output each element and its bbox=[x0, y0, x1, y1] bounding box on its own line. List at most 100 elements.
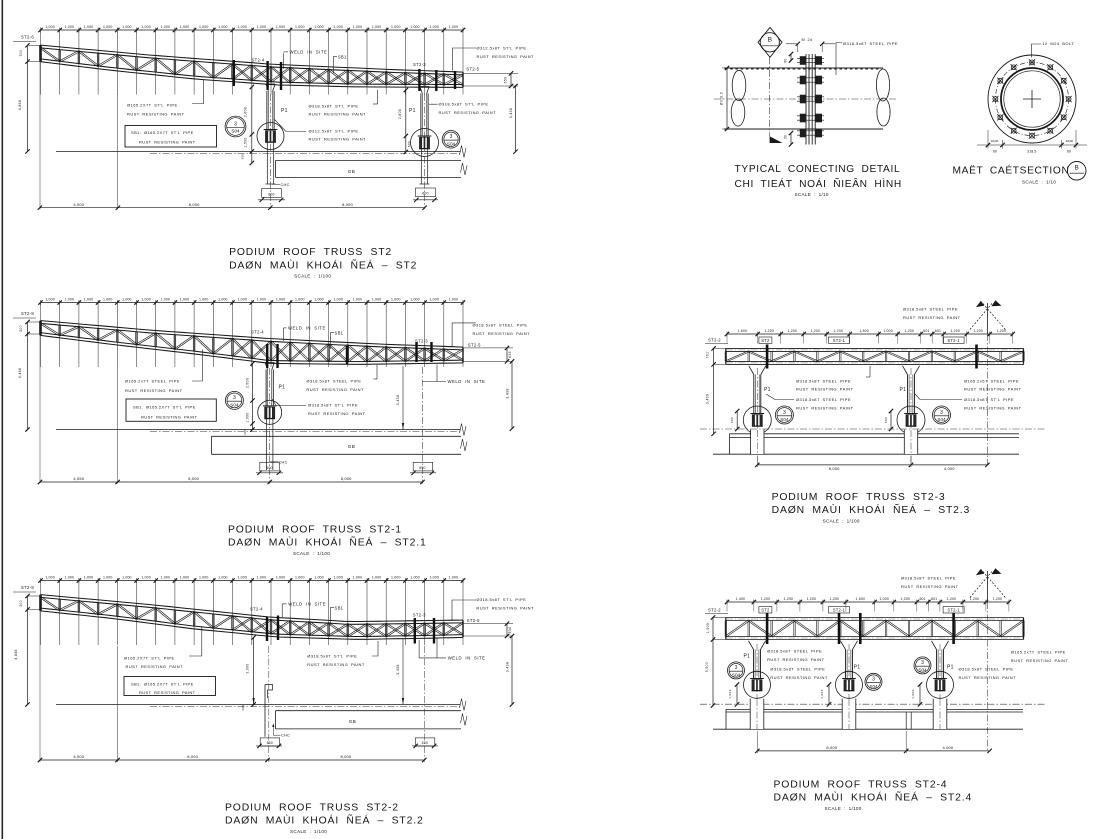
svg-text:1,200: 1,200 bbox=[833, 329, 843, 333]
svg-text:3,438: 3,438 bbox=[506, 388, 510, 399]
svg-text:1,200: 1,200 bbox=[996, 329, 1006, 333]
svg-text:M 24: M 24 bbox=[802, 38, 813, 42]
svg-text:WELD IN SITE: WELD IN SITE bbox=[290, 50, 328, 55]
svg-text:300: 300 bbox=[241, 704, 245, 710]
svg-text:CHI TIEÁT NOÁI ÑIEÂN HÌNH: CHI TIEÁT NOÁI ÑIEÂN HÌNH bbox=[735, 177, 902, 190]
svg-text:B: B bbox=[1075, 165, 1079, 172]
svg-text:4,050: 4,050 bbox=[73, 476, 84, 481]
svg-text:80: 80 bbox=[784, 58, 788, 62]
svg-text:1,200: 1,200 bbox=[764, 329, 774, 333]
svg-text:1,000: 1,000 bbox=[429, 576, 439, 580]
svg-text:1,000: 1,000 bbox=[429, 25, 439, 29]
svg-text:40|40: 40|40 bbox=[991, 139, 999, 143]
svg-text:RUST RESISTING PAINT: RUST RESISTING PAINT bbox=[964, 387, 1022, 392]
svg-text:S04: S04 bbox=[918, 667, 927, 672]
svg-text:S04: S04 bbox=[447, 141, 456, 146]
svg-text:RUST RESISTING PAINT: RUST RESISTING PAINT bbox=[439, 110, 497, 115]
svg-text:Ø165.2x7T STEEL PIPE: Ø165.2x7T STEEL PIPE bbox=[1011, 650, 1066, 655]
svg-text:1,000: 1,000 bbox=[449, 298, 459, 302]
svg-text:4,000: 4,000 bbox=[73, 754, 84, 759]
svg-text:P1: P1 bbox=[279, 385, 286, 391]
svg-text:638: 638 bbox=[508, 627, 512, 634]
svg-text:SCALE : 1/100: SCALE : 1/100 bbox=[294, 274, 331, 279]
svg-text:ST2: ST2 bbox=[761, 608, 770, 613]
svg-text:ST2-3: ST2-3 bbox=[413, 62, 426, 67]
svg-text:SB1: Ø165.2X7T ST'L PIPE: SB1: Ø165.2X7T ST'L PIPE bbox=[133, 405, 196, 410]
svg-text:1,200: 1,200 bbox=[761, 597, 771, 601]
svg-text:4,488: 4,488 bbox=[18, 368, 22, 379]
svg-text:1,000: 1,000 bbox=[449, 25, 459, 29]
svg-text:1,000: 1,000 bbox=[45, 25, 55, 29]
svg-text:8,000: 8,000 bbox=[829, 466, 840, 471]
svg-text:PODIUM ROOF TRUSS ST2-4: PODIUM ROOF TRUSS ST2-4 bbox=[774, 780, 948, 791]
svg-text:DAØN MAÙI KHOÁI ÑEÁ – ST2.1: DAØN MAÙI KHOÁI ÑEÁ – ST2.1 bbox=[228, 536, 427, 549]
svg-text:8,000: 8,000 bbox=[341, 754, 352, 759]
svg-text:1,000: 1,000 bbox=[141, 25, 151, 29]
svg-text:1,000: 1,000 bbox=[706, 623, 710, 633]
svg-text:Ø318.5x8T ST'L PIPE: Ø318.5x8T ST'L PIPE bbox=[476, 597, 526, 602]
svg-text:5,500: 5,500 bbox=[705, 662, 709, 673]
svg-text:Ø312.5x8T ST'L PIPE: Ø312.5x8T ST'L PIPE bbox=[477, 46, 527, 51]
svg-text:1,200: 1,200 bbox=[830, 597, 840, 601]
svg-text:RUST RESISTING PAINT: RUST RESISTING PAINT bbox=[126, 664, 184, 669]
svg-text:300: 300 bbox=[19, 325, 23, 332]
svg-text:8,000: 8,000 bbox=[826, 745, 837, 750]
svg-text:GB: GB bbox=[348, 169, 355, 174]
svg-text:1,200: 1,200 bbox=[904, 329, 914, 333]
svg-text:ST2-1: ST2-1 bbox=[833, 338, 846, 343]
svg-text:1,000: 1,000 bbox=[122, 576, 132, 580]
svg-text:DAØN MAÙI KHOÁI ÑEÁ – ST2.2: DAØN MAÙI KHOÁI ÑEÁ – ST2.2 bbox=[225, 814, 424, 827]
svg-text:SCALE : 1/10: SCALE : 1/10 bbox=[795, 192, 829, 197]
svg-text:4,868: 4,868 bbox=[18, 100, 22, 111]
svg-text:S04: S04 bbox=[230, 402, 239, 407]
svg-text:1,200: 1,200 bbox=[993, 597, 1003, 601]
svg-text:1,000: 1,000 bbox=[276, 576, 286, 580]
svg-text:RUST RESISTING PAINT: RUST RESISTING PAINT bbox=[1011, 658, 1069, 663]
svg-text:1,000: 1,000 bbox=[879, 597, 889, 601]
svg-text:ST2: ST2 bbox=[761, 338, 770, 343]
svg-text:1,000: 1,000 bbox=[199, 298, 209, 302]
svg-text:1,200: 1,200 bbox=[973, 329, 983, 333]
svg-text:500: 500 bbox=[884, 417, 888, 423]
svg-text:1,000: 1,000 bbox=[276, 298, 286, 302]
svg-text:ST2-3: ST2-3 bbox=[415, 339, 428, 344]
svg-text:Ø165.2x7T STEEL PIPE: Ø165.2x7T STEEL PIPE bbox=[125, 379, 180, 384]
svg-text:650: 650 bbox=[504, 77, 508, 84]
svg-text:1,600: 1,600 bbox=[738, 329, 748, 333]
svg-text:3: 3 bbox=[940, 410, 943, 416]
svg-text:4,000: 4,000 bbox=[944, 466, 955, 471]
svg-text:601: 601 bbox=[919, 597, 925, 601]
svg-text:1,000: 1,000 bbox=[257, 576, 267, 580]
svg-text:SCALE : 1/100: SCALE : 1/100 bbox=[293, 551, 330, 556]
svg-text:SB1: SB1 bbox=[338, 55, 347, 60]
svg-text:600: 600 bbox=[422, 192, 428, 196]
svg-text:3,000: 3,000 bbox=[246, 663, 250, 673]
svg-text:4,000: 4,000 bbox=[73, 202, 84, 207]
svg-text:B: B bbox=[768, 36, 773, 43]
svg-text:761: 761 bbox=[706, 352, 710, 359]
svg-text:1,200: 1,200 bbox=[810, 329, 820, 333]
svg-text:RUST RESISTING PAINT: RUST RESISTING PAINT bbox=[477, 54, 535, 59]
svg-text:1,000: 1,000 bbox=[122, 25, 132, 29]
svg-text:ST2-2: ST2-2 bbox=[708, 338, 721, 343]
svg-text:1,000: 1,000 bbox=[103, 298, 113, 302]
svg-text:600: 600 bbox=[422, 741, 428, 745]
svg-text:3: 3 bbox=[234, 121, 237, 127]
svg-text:RUST RESISTING PAINT: RUST RESISTING PAINT bbox=[125, 388, 183, 393]
svg-text:P1: P1 bbox=[854, 665, 861, 671]
svg-text:1,000: 1,000 bbox=[84, 25, 94, 29]
svg-text:ST2-1: ST2-1 bbox=[833, 608, 846, 613]
svg-text:ST2-5: ST2-5 bbox=[468, 342, 481, 347]
svg-text:8,000: 8,000 bbox=[342, 202, 353, 207]
svg-text:DAØN MAÙI KHOÁI ÑEÁ – ST2: DAØN MAÙI KHOÁI ÑEÁ – ST2 bbox=[229, 258, 417, 271]
svg-text:1,000: 1,000 bbox=[218, 298, 228, 302]
svg-text:30: 30 bbox=[784, 135, 788, 139]
svg-text:P1: P1 bbox=[764, 387, 771, 393]
svg-text:3: 3 bbox=[921, 660, 924, 666]
svg-text:1,000: 1,000 bbox=[372, 25, 382, 29]
svg-text:2,608: 2,608 bbox=[398, 109, 402, 119]
svg-text:WELD IN SITE: WELD IN SITE bbox=[448, 379, 486, 384]
svg-text:1,000: 1,000 bbox=[84, 576, 94, 580]
svg-text:Ø318.5x8T STEEL PIPE: Ø318.5x8T STEEL PIPE bbox=[796, 397, 851, 402]
svg-text:1,000: 1,000 bbox=[333, 25, 343, 29]
